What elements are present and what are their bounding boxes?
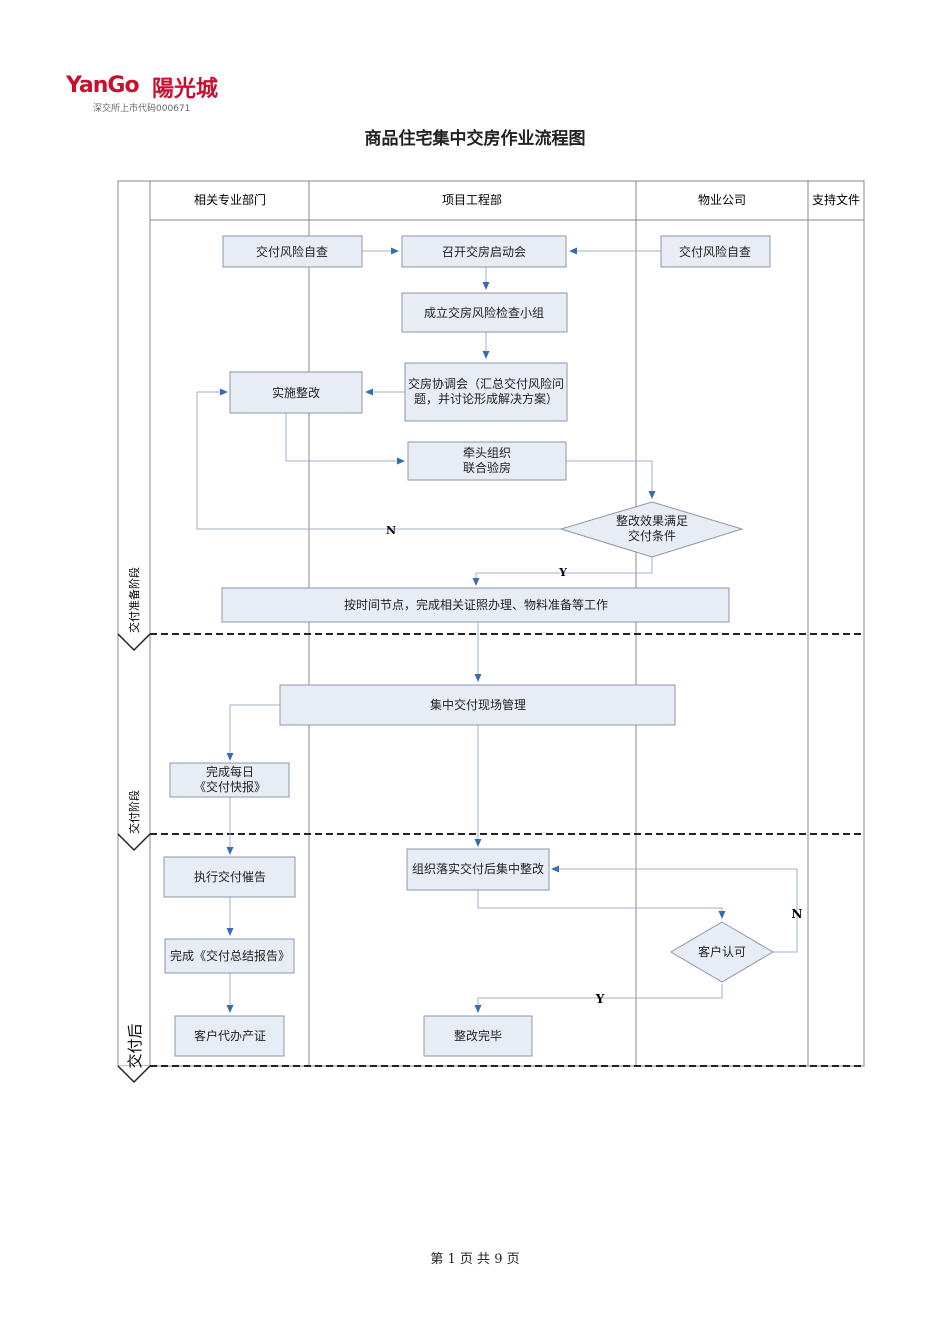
node-self-check-right (660, 235, 771, 268)
company-logo: YanGo 陽光城 深交所上市代码000671 (66, 73, 236, 117)
edge-label-no-1: N (386, 524, 396, 537)
label-delivery-urge: 执行交付催告 (194, 869, 266, 884)
node-self-check-left (222, 235, 363, 268)
page-footer: 第 1 页 共 9 页 (430, 1252, 520, 1267)
label-risk-team: 成立交房风险检查小组 (424, 305, 544, 320)
phase-chevron-3 (117, 1065, 151, 1084)
connectors (196, 247, 798, 1013)
phase-chevron-1 (117, 633, 151, 652)
logo-brand: YanGo (66, 73, 140, 98)
node-post-rectify (406, 848, 550, 891)
label-prepare-docs: 按时间节点，完成相关证照办理、物料准备等工作 (344, 597, 608, 612)
node-labels: 交付风险自查 召开交房启动会 交付风险自查 成立交房风险检查小组 交房协调会（汇… (170, 244, 751, 1043)
logo-chinese-name: 陽光城 (152, 76, 219, 102)
node-daily-report (169, 762, 290, 798)
node-risk-team (401, 292, 568, 333)
node-summary-report (164, 938, 295, 974)
node-shapes (163, 235, 774, 1057)
edge-decision-no (196, 388, 561, 530)
label-self-check-left: 交付风险自查 (256, 244, 328, 259)
label-post-rectify: 组织落实交付后集中整改 (412, 861, 544, 876)
edge-label-yes-2: Y (595, 992, 605, 1006)
node-onsite-management (279, 684, 676, 726)
edge-accept-no (551, 865, 798, 953)
edge-label-no-2: N (792, 907, 803, 921)
node-rectify-done (423, 1015, 533, 1057)
label-onsite-management: 集中交付现场管理 (430, 697, 526, 712)
label-coordination-line2: 题，并讨论形成解决方案） (414, 391, 558, 406)
node-proxy-certificate (174, 1015, 285, 1057)
node-delivery-urge (163, 856, 296, 898)
edge-decision-yes (472, 557, 653, 586)
phase-label-preparation: 交付准备阶段 (127, 567, 141, 633)
page-title: 商品住宅集中交房作业流程图 (364, 129, 586, 149)
label-summary-report: 完成《交付总结报告》 (170, 948, 290, 963)
lane-header-related-depts: 相关专业部门 (194, 192, 266, 207)
label-daily-report-line1: 完成每日 (206, 764, 254, 779)
edge-rectify-to-inspection (285, 413, 405, 465)
label-decision-line2: 交付条件 (628, 528, 676, 543)
label-self-check-right: 交付风险自查 (679, 244, 751, 259)
phase-chevron-2 (117, 833, 151, 852)
label-decision-line1: 整改效果满足 (616, 513, 688, 528)
label-proxy-certificate: 客户代办产证 (194, 1028, 266, 1043)
node-joint-inspection (407, 441, 567, 481)
logo-stock-code: 深交所上市代码000671 (93, 104, 191, 114)
label-coordination-line1: 交房协调会（汇总交付风险问 (408, 376, 564, 391)
edge-accept-yes (474, 984, 723, 1013)
label-joint-inspection-line2: 联合验房 (463, 460, 511, 475)
edge-onsite-to-daily (226, 704, 280, 761)
label-daily-report-line2: 《交付快报》 (194, 779, 266, 794)
node-decision-customer-accept (670, 921, 774, 983)
edge-inspection-to-decision (566, 460, 656, 499)
label-kickoff-meeting: 召开交房启动会 (442, 244, 526, 259)
label-customer-accept: 客户认可 (698, 944, 746, 959)
lane-header-project-engineering: 项目工程部 (442, 192, 502, 207)
lane-header-property-company: 物业公司 (698, 193, 746, 207)
edge-label-yes-1: Y (558, 566, 567, 579)
node-decision-meets-conditions (559, 501, 744, 558)
label-rectify: 实施整改 (272, 385, 320, 400)
edge-post-rectify-to-accept (477, 890, 726, 919)
lane-header-support-docs: 支持文件 (812, 192, 860, 207)
node-rectify (229, 371, 363, 414)
node-prepare-docs (221, 587, 730, 623)
node-coordination-meeting (404, 362, 568, 422)
label-rectify-done: 整改完毕 (454, 1028, 502, 1043)
label-joint-inspection-line1: 牵头组织 (463, 446, 511, 460)
node-kickoff-meeting (401, 235, 567, 268)
phase-label-delivery: 交付阶段 (127, 790, 141, 834)
phase-label-post-delivery: 交付后 (126, 1023, 144, 1068)
